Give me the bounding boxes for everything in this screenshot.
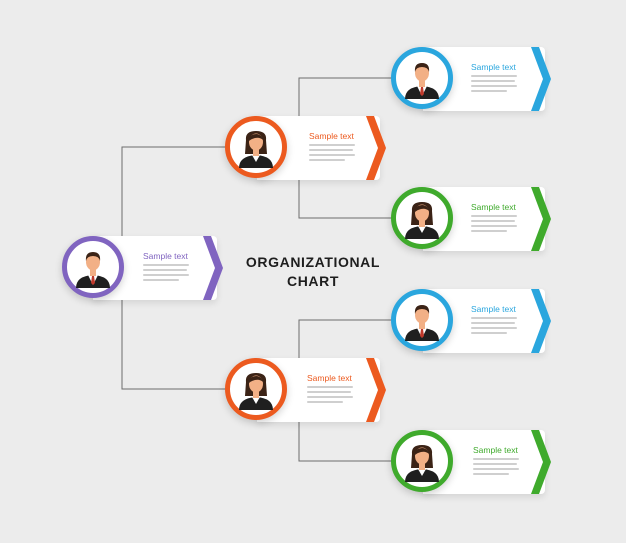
connector-line-1 — [121, 146, 225, 236]
card-arrow-tip — [531, 430, 551, 494]
node-title: Sample text — [471, 202, 516, 212]
woman-avatar-icon — [239, 373, 273, 410]
card-arrow-tip — [531, 289, 551, 353]
node-description — [473, 458, 519, 478]
avatar-manager-1 — [225, 116, 287, 178]
chart-heading: ORGANIZATIONAL CHART — [233, 253, 393, 291]
node-description — [307, 386, 353, 406]
node-description — [309, 144, 355, 164]
avatar-manager-2 — [225, 358, 287, 420]
node-title: Sample text — [471, 62, 516, 72]
connector-line-6 — [298, 422, 391, 462]
card-arrow-tip — [366, 116, 386, 180]
avatar-staff-3 — [391, 289, 453, 351]
card-arrow-tip — [203, 236, 223, 300]
node-description — [471, 215, 517, 235]
node-title: Sample text — [143, 251, 188, 261]
connector-line-4 — [298, 180, 391, 219]
node-description — [143, 264, 189, 284]
man-avatar-icon — [76, 252, 110, 288]
woman-avatar-icon — [239, 131, 273, 168]
avatar-staff-4 — [391, 430, 453, 492]
connector-line-2 — [121, 300, 225, 390]
chart-heading-line-1: ORGANIZATIONAL — [245, 254, 381, 270]
node-description — [471, 317, 517, 337]
avatar-ceo — [62, 236, 124, 298]
card-arrow-tip — [531, 187, 551, 251]
man-avatar-icon — [405, 63, 439, 99]
card-arrow-tip — [366, 358, 386, 422]
connector-line-5 — [298, 319, 391, 358]
node-title: Sample text — [309, 131, 354, 141]
woman-avatar-icon — [405, 445, 439, 482]
node-title: Sample text — [473, 445, 518, 455]
node-title: Sample text — [471, 304, 516, 314]
man-avatar-icon — [405, 305, 439, 341]
card-arrow-tip — [531, 47, 551, 111]
node-description — [471, 75, 517, 95]
node-title: Sample text — [307, 373, 352, 383]
avatar-staff-2 — [391, 187, 453, 249]
woman-avatar-icon — [405, 202, 439, 239]
connector-line-3 — [298, 77, 391, 116]
chart-heading-line-2: CHART — [287, 273, 339, 289]
avatar-staff-1 — [391, 47, 453, 109]
